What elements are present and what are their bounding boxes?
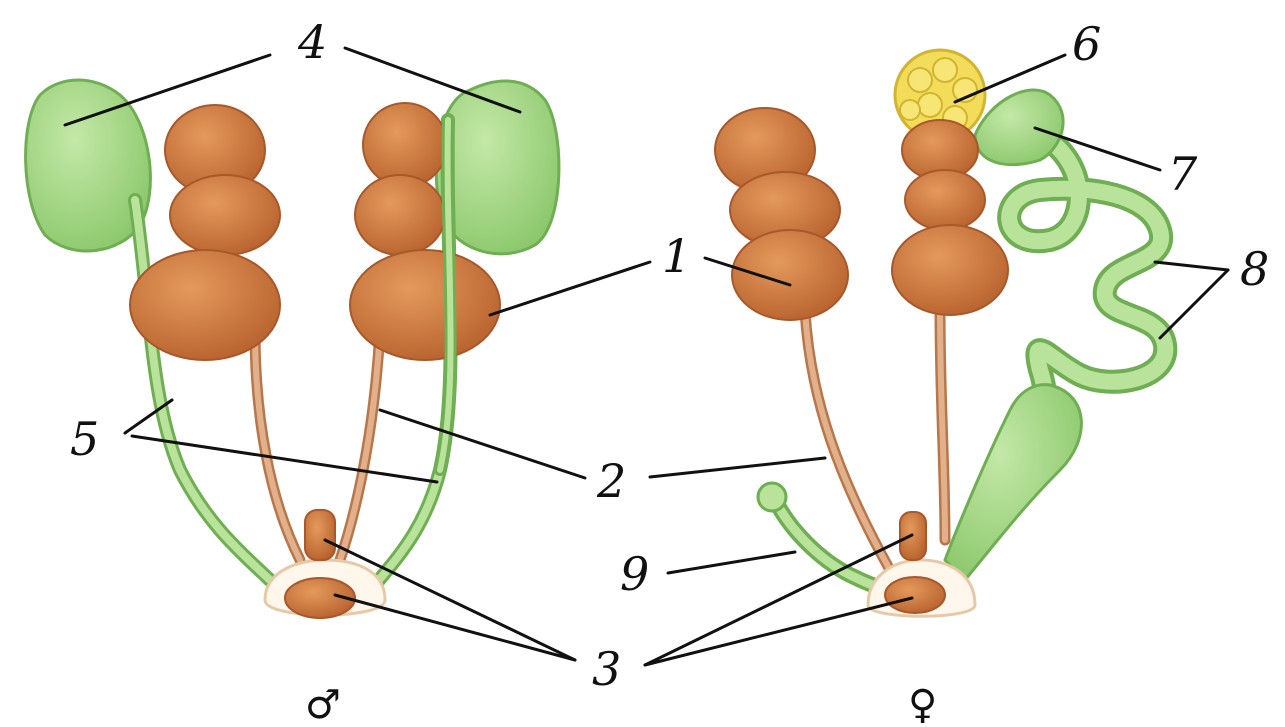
female-bladder [885, 577, 945, 613]
female-ureter-left-inner [805, 310, 890, 570]
leader-9 [668, 552, 795, 573]
male-kidney-left [130, 105, 280, 360]
female-uterus [945, 385, 1081, 580]
label-8: 8 [1240, 242, 1269, 296]
female-oviduct-funnel [975, 90, 1063, 165]
label-2: 2 [596, 454, 626, 508]
label-3: 3 [592, 642, 621, 696]
female-system [715, 50, 1165, 616]
leader-4-right [345, 48, 520, 112]
leader-8-a [1155, 262, 1228, 270]
male-papilla [305, 510, 335, 560]
label-5: 5 [70, 412, 99, 466]
female-kidney-left [715, 108, 848, 320]
female-ureter-left [805, 310, 890, 570]
female-rudiment-end [758, 483, 786, 511]
label-9: 9 [620, 547, 649, 601]
leader-1-male [490, 262, 650, 315]
male-ureter-left-inner [255, 330, 300, 560]
label-1: 1 [662, 229, 691, 283]
leader-3-d [645, 598, 912, 665]
label-7: 7 [1168, 147, 1198, 201]
label-4: 4 [297, 15, 327, 69]
leader-2-female [650, 458, 825, 477]
male-ureter-right [340, 330, 380, 560]
female-symbol: ♀ [908, 682, 937, 727]
label-6: 6 [1072, 17, 1101, 71]
male-system [26, 80, 559, 618]
leader-2-male [380, 410, 585, 478]
male-symbol: ♂ [305, 682, 341, 727]
leader-8-b [1160, 270, 1228, 338]
leader-3-b [335, 595, 575, 660]
